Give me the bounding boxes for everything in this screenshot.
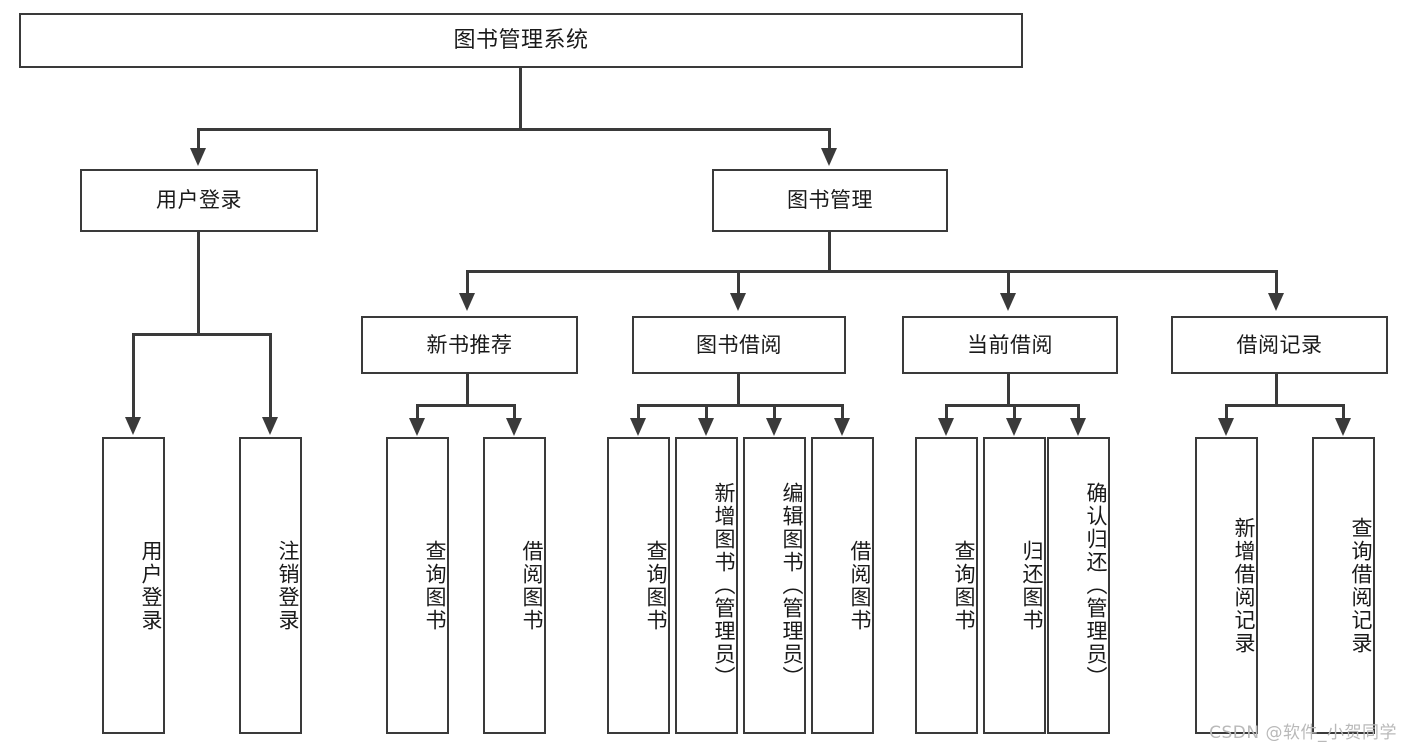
- node-label: 图书管理系统: [453, 27, 589, 53]
- arrow-down-icon: [262, 417, 278, 435]
- connector-to-leaf-edit-book: [773, 404, 776, 420]
- node-label: 查询图书: [952, 539, 976, 632]
- node-label: 注销登录: [276, 539, 300, 632]
- node-borrowing-record[interactable]: 借阅记录: [1171, 316, 1388, 374]
- connector-to-leaf-query-book-1: [416, 404, 419, 420]
- connector-to-new-book-rec: [466, 270, 469, 295]
- connector-book-borrow-bus: [637, 404, 844, 407]
- connector-root-to-user-login: [197, 128, 200, 150]
- node-label: 图书管理: [787, 188, 873, 213]
- node-label: 确认归还（管理员）: [1084, 482, 1108, 689]
- arrow-down-icon: [1268, 293, 1284, 311]
- node-new-book-recommendation[interactable]: 新书推荐: [361, 316, 578, 374]
- arrow-down-icon: [834, 418, 850, 436]
- leaf-user-login[interactable]: 用户登录: [102, 437, 165, 734]
- node-root-system[interactable]: 图书管理系统: [19, 13, 1023, 68]
- arrow-down-icon: [1335, 418, 1351, 436]
- node-current-borrowing[interactable]: 当前借阅: [902, 316, 1118, 374]
- leaf-confirm-return-admin[interactable]: 确认归还（管理员）: [1047, 437, 1110, 734]
- connector-borrow-record-stem: [1275, 374, 1278, 406]
- connector-book-mgmt-stem: [828, 232, 831, 273]
- connector-to-leaf-query-record: [1342, 404, 1345, 420]
- connector-to-current-borrow: [1007, 270, 1010, 295]
- node-label: 图书借阅: [696, 332, 782, 357]
- watermark: CSDN @软件_小贺同学: [1209, 723, 1397, 743]
- connector-new-book-rec-bus: [416, 404, 516, 407]
- arrow-down-icon: [459, 293, 475, 311]
- arrow-down-icon: [698, 418, 714, 436]
- node-label: 查询图书: [423, 539, 447, 632]
- node-book-management[interactable]: 图书管理: [712, 169, 948, 232]
- node-label: 借阅图书: [520, 539, 544, 632]
- arrow-down-icon: [1070, 418, 1086, 436]
- leaf-query-book-3[interactable]: 查询图书: [915, 437, 978, 734]
- leaf-edit-book-admin[interactable]: 编辑图书（管理员）: [743, 437, 806, 734]
- arrow-down-icon: [1006, 418, 1022, 436]
- connector-user-login-stem: [197, 232, 200, 336]
- node-label: 借阅图书: [848, 539, 872, 632]
- node-label: 借阅记录: [1236, 332, 1323, 357]
- node-label: 查询借阅记录: [1349, 516, 1373, 655]
- leaf-borrow-book-2[interactable]: 借阅图书: [811, 437, 874, 734]
- arrow-down-icon: [1218, 418, 1234, 436]
- connector-to-leaf-add-book: [705, 404, 708, 420]
- node-label: 新增图书（管理员）: [712, 482, 736, 689]
- leaf-borrow-book-1[interactable]: 借阅图书: [483, 437, 546, 734]
- leaf-query-borrow-record[interactable]: 查询借阅记录: [1312, 437, 1375, 734]
- connector-to-leaf-borrow-book-1: [513, 404, 516, 420]
- connector-to-leaf-return-book: [1013, 404, 1016, 420]
- connector-root-to-book-mgmt: [828, 128, 831, 150]
- connector-book-borrow-stem: [737, 374, 740, 406]
- leaf-add-book-admin[interactable]: 新增图书（管理员）: [675, 437, 738, 734]
- leaf-logout[interactable]: 注销登录: [239, 437, 302, 734]
- connector-user-login-bus: [132, 333, 272, 336]
- leaf-query-book-1[interactable]: 查询图书: [386, 437, 449, 734]
- node-label: 新书推荐: [426, 332, 513, 357]
- connector-borrow-record-bus: [1225, 404, 1345, 407]
- arrow-down-icon: [190, 148, 206, 166]
- node-label: 用户登录: [156, 188, 242, 213]
- connector-current-borrow-bus: [945, 404, 1077, 407]
- connector-to-leaf-user-login: [132, 333, 135, 419]
- arrow-down-icon: [630, 418, 646, 436]
- node-user-login[interactable]: 用户登录: [80, 169, 318, 232]
- connector-to-leaf-borrow-book-2: [841, 404, 844, 420]
- arrow-down-icon: [506, 418, 522, 436]
- connector-to-leaf-confirm-return: [1077, 404, 1080, 420]
- arrow-down-icon: [766, 418, 782, 436]
- node-label: 当前借阅: [967, 332, 1053, 357]
- arrow-down-icon: [409, 418, 425, 436]
- connector-to-leaf-query-book-3: [945, 404, 948, 420]
- leaf-add-borrow-record[interactable]: 新增借阅记录: [1195, 437, 1258, 734]
- node-label: 新增借阅记录: [1232, 516, 1256, 655]
- arrow-down-icon: [938, 418, 954, 436]
- connector-current-borrow-stem: [1007, 374, 1010, 406]
- connector-to-book-borrow: [737, 270, 740, 295]
- leaf-return-book[interactable]: 归还图书: [983, 437, 1046, 734]
- node-label: 编辑图书（管理员）: [780, 482, 804, 689]
- connector-to-leaf-query-book-2: [637, 404, 640, 420]
- node-label: 用户登录: [139, 539, 163, 632]
- arrow-down-icon: [730, 293, 746, 311]
- arrow-down-icon: [125, 417, 141, 435]
- node-label: 查询图书: [644, 539, 668, 632]
- connector-to-leaf-logout: [269, 333, 272, 419]
- connector-to-leaf-add-record: [1225, 404, 1228, 420]
- connector-root-bus: [197, 128, 831, 131]
- connector-to-borrow-record: [1275, 270, 1278, 295]
- connector-root-stem: [519, 68, 522, 130]
- arrow-down-icon: [821, 148, 837, 166]
- connector-book-mgmt-bus: [466, 270, 1278, 273]
- node-label: 归还图书: [1020, 539, 1044, 632]
- node-book-borrowing[interactable]: 图书借阅: [632, 316, 846, 374]
- arrow-down-icon: [1000, 293, 1016, 311]
- leaf-query-book-2[interactable]: 查询图书: [607, 437, 670, 734]
- connector-new-book-rec-stem: [466, 374, 469, 406]
